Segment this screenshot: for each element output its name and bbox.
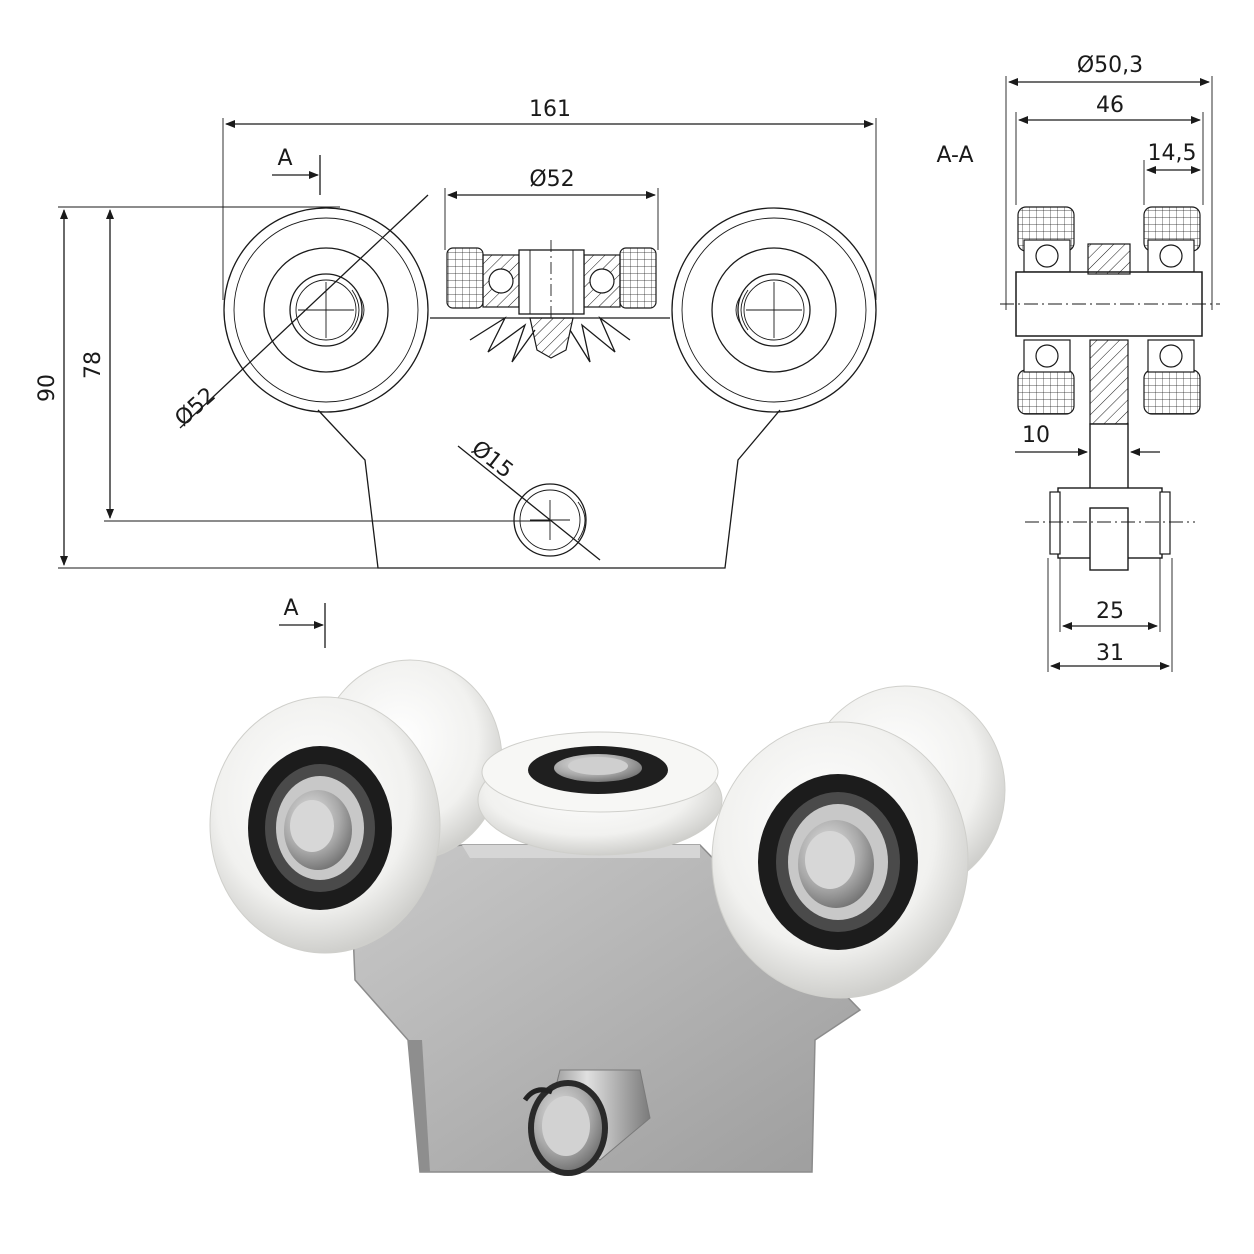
dim-center-roller-diameter: Ø52: [529, 167, 574, 192]
section-marker-bottom: A: [283, 596, 298, 621]
dim-plate-10: 10: [1022, 423, 1050, 448]
left-roller-drawing: [223, 207, 429, 413]
dim-axle-31: 31: [1096, 641, 1124, 666]
dim-width-46: 46: [1096, 93, 1124, 118]
front-right-roller: [711, 721, 969, 999]
dim-axle-25: 25: [1096, 599, 1124, 624]
center-roller: [477, 731, 723, 856]
dim-pin-diameter: Ø15: [466, 436, 517, 484]
product-illustration: [209, 659, 1006, 1176]
front-view: 161 90 78 A A: [35, 97, 877, 648]
dim-overall-height: 90: [35, 374, 60, 402]
pin-circle-drawing: [513, 483, 587, 557]
section-marker-top: A: [277, 146, 292, 171]
dim-roller-diameter: Ø52: [170, 383, 220, 432]
dim-width-14-5: 14,5: [1148, 141, 1197, 166]
plate-outline: [317, 409, 781, 569]
front-left-roller: [209, 696, 441, 954]
section-view: A-A Ø50,3 46 14,5: [936, 53, 1220, 672]
dim-line-pin: [457, 445, 601, 561]
dim-overall-width: 161: [529, 97, 571, 122]
right-roller-drawing: [671, 207, 877, 413]
dim-axis-height: 78: [81, 351, 106, 379]
section-title: A-A: [936, 143, 973, 168]
dim-line-roller: [179, 194, 429, 429]
center-roller-section: [444, 188, 659, 363]
dim-outer-diameter: Ø50,3: [1077, 53, 1143, 78]
lower-pin: [522, 1069, 651, 1176]
